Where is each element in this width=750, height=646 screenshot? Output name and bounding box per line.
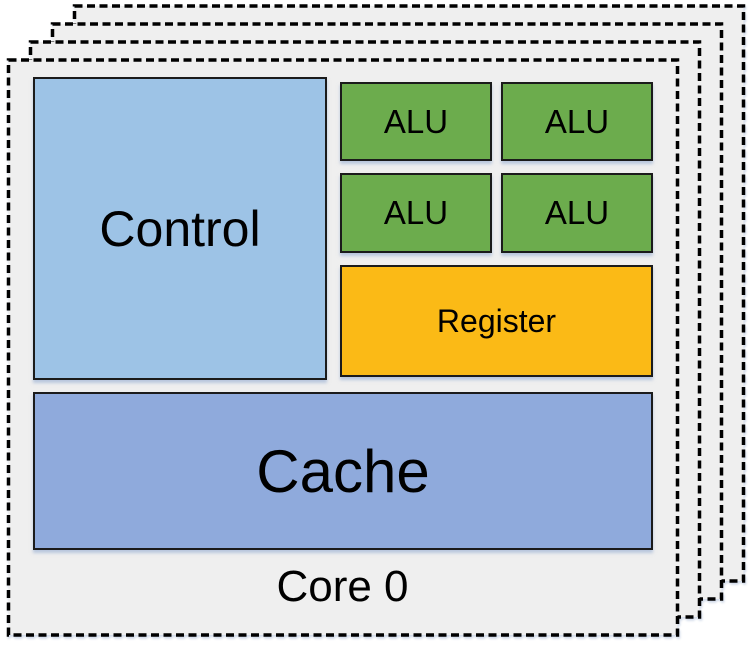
alu-label: ALU: [544, 102, 610, 140]
core-name-label: Core 0: [276, 562, 409, 611]
cache-block: Cache: [33, 392, 653, 550]
alu-label: ALU: [383, 194, 449, 231]
control-unit-block: Control: [33, 77, 327, 380]
cache-label: Cache: [256, 437, 430, 505]
alu-label: ALU: [383, 102, 449, 140]
alu-block-2: ALU: [501, 82, 653, 161]
alu-label: ALU: [544, 194, 610, 231]
alu-block-3: ALU: [340, 173, 492, 253]
alu-block-4: ALU: [501, 173, 653, 253]
register-block: Register: [340, 265, 653, 377]
control-unit-label: Control: [99, 200, 261, 257]
register-label: Register: [436, 302, 557, 339]
alu-block-1: ALU: [340, 82, 492, 161]
